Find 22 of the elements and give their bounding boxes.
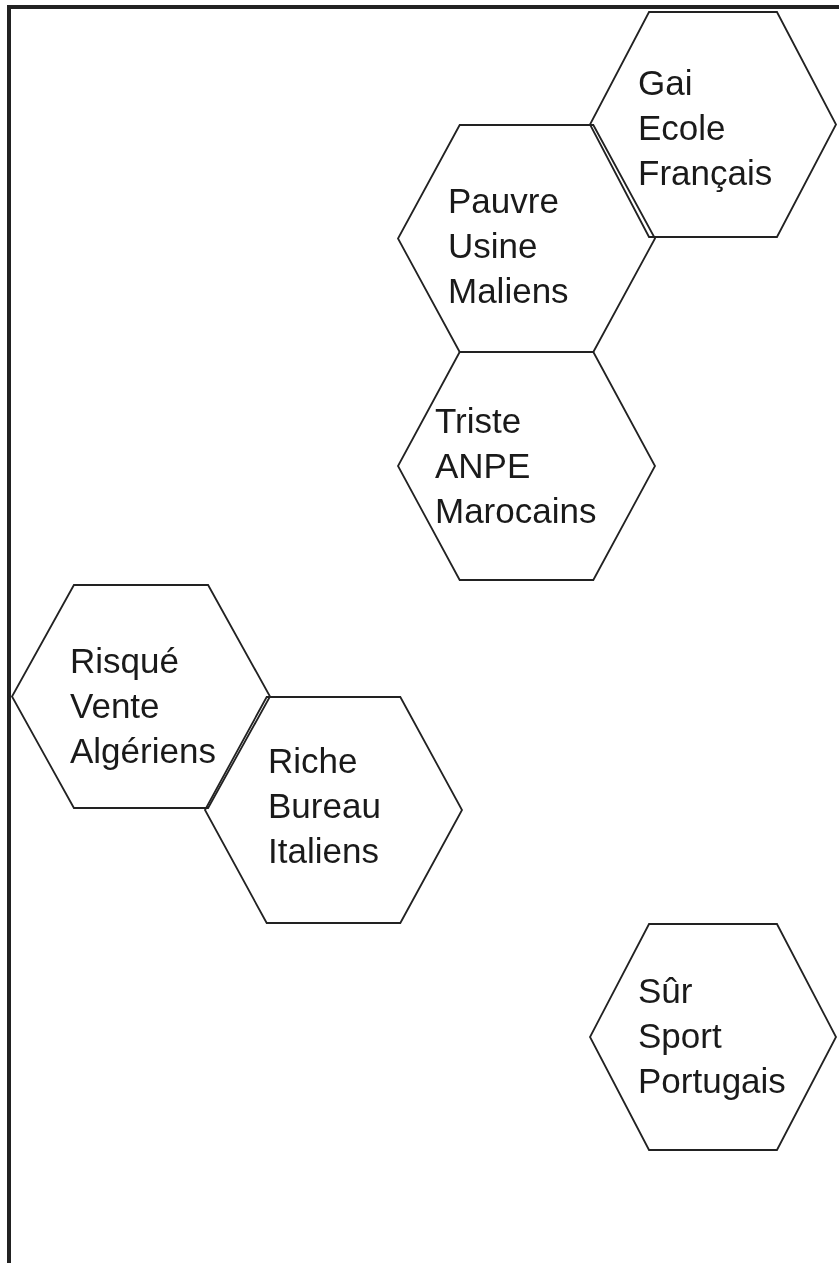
- hexagon: [590, 12, 836, 237]
- hexagon-label: Bureau: [268, 785, 381, 827]
- hexagon-label: ANPE: [435, 445, 531, 487]
- hexagon-label: Marocains: [435, 490, 597, 532]
- hexagon-label: Usine: [448, 225, 538, 267]
- hexagon-label: Pauvre: [448, 180, 559, 222]
- hexagon-label: Sport: [638, 1015, 722, 1057]
- hexagon-label: Risqué: [70, 640, 179, 682]
- hexagon-label: Riche: [268, 740, 358, 782]
- hexagon: [398, 352, 655, 580]
- hexagon: [590, 924, 836, 1150]
- hexagon-label: Ecole: [638, 107, 726, 149]
- hexagon-label: Maliens: [448, 270, 569, 312]
- hexagon-label: Italiens: [268, 830, 379, 872]
- hexagon-label: Gai: [638, 62, 693, 104]
- hexagon-label: Triste: [435, 400, 522, 442]
- hexagon-label: Algériens: [70, 730, 216, 772]
- hexagon-label: Sûr: [638, 970, 693, 1012]
- hexagon-label: Portugais: [638, 1060, 786, 1102]
- hexagon: [12, 585, 270, 808]
- hexagon-label: Français: [638, 152, 773, 194]
- hexagon-label: Vente: [70, 685, 160, 727]
